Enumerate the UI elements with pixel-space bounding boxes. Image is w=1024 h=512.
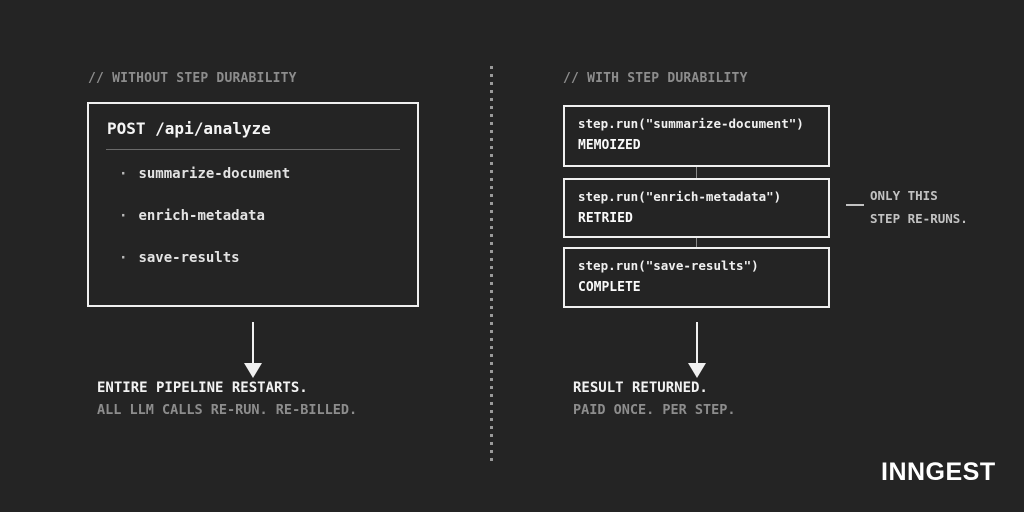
list-item-label: summarize-document <box>138 166 291 182</box>
dotted-divider <box>490 66 493 463</box>
right-panel-header: // WITH STEP DURABILITY <box>563 71 748 86</box>
down-arrow-icon <box>688 363 706 378</box>
left-caption-line2: ALL LLM CALLS RE-RUN. RE-BILLED. <box>97 402 358 418</box>
request-box-divider <box>106 149 400 150</box>
list-item: · summarize-document <box>119 166 290 182</box>
list-item: · save-results <box>119 250 240 266</box>
annotation-line2: STEP RE-RUNS. <box>870 211 968 226</box>
step-box-retried: step.run("enrich-metadata") RETRIED <box>563 178 830 238</box>
annotation-line1: ONLY THIS <box>870 188 938 203</box>
left-caption-line1: ENTIRE PIPELINE RESTARTS. <box>97 380 308 396</box>
list-item-label: save-results <box>138 250 240 266</box>
request-box: POST /api/analyze · summarize-document · e… <box>87 102 419 307</box>
right-caption-line2: PAID ONCE. PER STEP. <box>573 402 736 418</box>
step-box-memoized: step.run("summarize-document") MEMOIZED <box>563 105 830 167</box>
step-code: step.run("save-results") <box>578 258 759 273</box>
step-code: step.run("enrich-metadata") <box>578 189 782 204</box>
down-arrow-shaft <box>252 322 254 363</box>
step-connector-line <box>696 167 697 178</box>
annotation-dash <box>846 204 864 206</box>
inngest-logo: INNGEST <box>881 458 996 486</box>
step-status: RETRIED <box>578 211 633 226</box>
bullet-icon: · <box>119 166 128 182</box>
down-arrow-icon <box>244 363 262 378</box>
step-connector-line <box>696 238 697 247</box>
right-caption-line1: RESULT RETURNED. <box>573 380 708 396</box>
step-status: COMPLETE <box>578 280 641 295</box>
list-item: · enrich-metadata <box>119 208 265 224</box>
left-panel-header: // WITHOUT STEP DURABILITY <box>88 71 297 86</box>
bullet-icon: · <box>119 208 128 224</box>
down-arrow-shaft <box>696 322 698 363</box>
list-item-label: enrich-metadata <box>138 208 265 224</box>
request-box-title: POST /api/analyze <box>107 119 271 138</box>
step-code: step.run("summarize-document") <box>578 116 804 131</box>
bullet-icon: · <box>119 250 128 266</box>
step-box-complete: step.run("save-results") COMPLETE <box>563 247 830 308</box>
step-status: MEMOIZED <box>578 138 641 153</box>
